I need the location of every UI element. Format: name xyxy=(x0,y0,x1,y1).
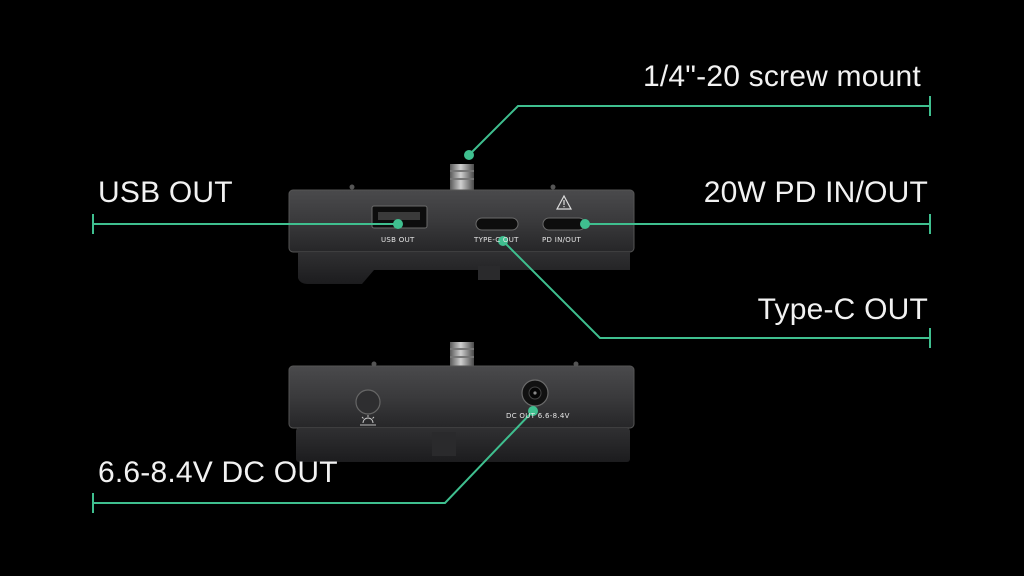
type-c-out-label: Type-C OUT xyxy=(757,293,928,326)
dc-out-label: 6.6-8.4V DC OUT xyxy=(98,456,338,489)
warning-triangle-icon xyxy=(555,194,573,210)
pd-in-out-label: 20W PD IN/OUT xyxy=(703,176,928,209)
device-type-c-out-print: TYPE-C OUT xyxy=(474,236,519,244)
device-dc-out-print: DC OUT 6.6-8.4V xyxy=(506,412,570,420)
usb-out-label: USB OUT xyxy=(98,176,233,209)
screw-mount-leader xyxy=(468,105,930,156)
device-bottom-lower xyxy=(296,428,630,462)
device-top-lower xyxy=(298,252,630,284)
pd-port xyxy=(542,217,586,231)
device-usb-out-print: USB OUT xyxy=(381,236,415,244)
brightness-icon xyxy=(360,415,376,426)
device-bottom xyxy=(288,342,635,462)
device-bottom-body xyxy=(288,365,635,429)
type-c-port xyxy=(475,217,519,231)
brightness-button xyxy=(355,389,381,415)
callout-lines xyxy=(92,96,931,513)
device-pd-in-out-print: PD IN/OUT xyxy=(542,236,582,244)
type-c-out-leader xyxy=(502,240,930,339)
dc-out-leader xyxy=(93,410,534,504)
device-top xyxy=(288,164,635,284)
device-bottom-screw xyxy=(450,342,474,368)
screw-mount-label: 1/4"-20 screw mount xyxy=(643,60,921,93)
